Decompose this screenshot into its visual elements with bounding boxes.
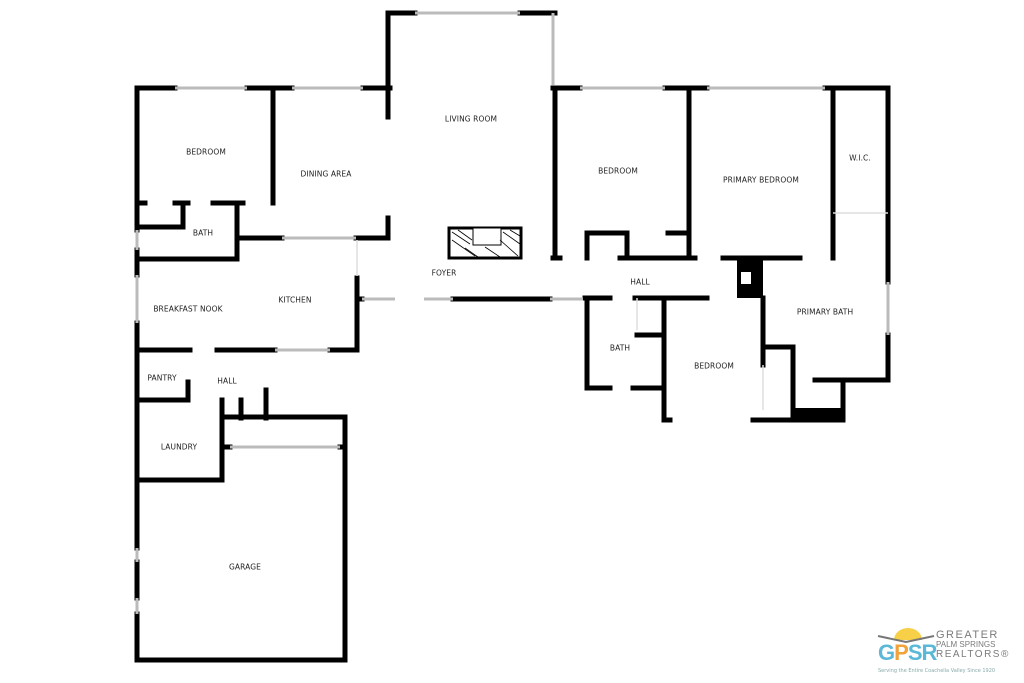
room-label-dining-area: DINING AREA: [300, 169, 352, 179]
sun-icon: [877, 628, 935, 644]
room-label-bath: BATH: [609, 343, 631, 353]
room-label-primary-bedroom: PRIMARY BEDROOM: [723, 175, 799, 185]
room-label-laundry: LAUNDRY: [160, 442, 198, 452]
gpsr-logo: GPSR GREATER PALM SPRINGS REALTORS® Serv…: [872, 626, 1020, 678]
logo-tagline: Serving the Entire Coachella Valley Sinc…: [878, 668, 996, 674]
logo-name: GREATER PALM SPRINGS REALTORS®: [936, 629, 1010, 660]
room-label-wic: W.I.C.: [849, 153, 871, 163]
room-label-bath: BATH: [192, 228, 214, 238]
room-label-garage: GARAGE: [229, 562, 261, 572]
room-label-bedroom: BEDROOM: [598, 166, 638, 176]
room-label-living-room: LIVING ROOM: [444, 114, 498, 124]
logo-abbr: GPSR: [878, 640, 937, 665]
fireplace-icon: [447, 226, 523, 260]
room-label-foyer: FOYER: [431, 268, 457, 278]
room-label-kitchen: KITCHEN: [278, 295, 312, 305]
room-label-hall: HALL: [630, 277, 650, 287]
room-label-bedroom: BEDROOM: [694, 361, 734, 371]
room-label-primary-bath: PRIMARY BATH: [796, 307, 854, 317]
room-label-bedroom: BEDROOM: [186, 147, 226, 157]
room-label-hall: HALL: [217, 376, 237, 386]
room-label-breakfast-nook: BREAKFAST NOOK: [153, 304, 223, 314]
room-label-pantry: PANTRY: [147, 373, 177, 383]
